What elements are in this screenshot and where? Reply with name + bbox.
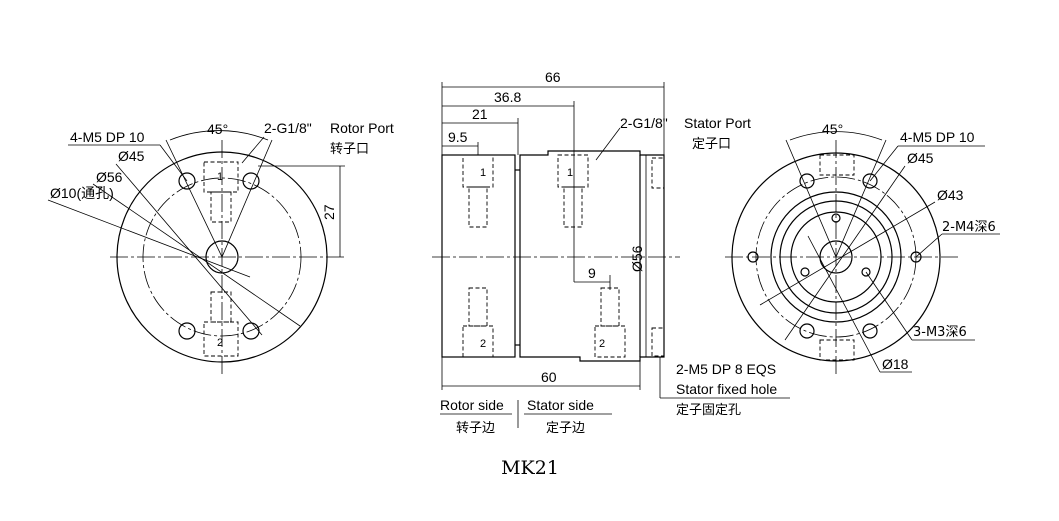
left-d10-label: Ø10(通孔): [50, 185, 114, 201]
drawing-title: MK21: [501, 457, 559, 479]
left-d45-label: Ø45: [118, 148, 145, 164]
left-port-cn-label: 转子口: [330, 142, 369, 157]
left-holes-label: 4-M5 DP 10: [70, 129, 145, 145]
right-m3-label: 3-M3深6: [913, 325, 967, 340]
left-angle-label: 45°: [207, 121, 228, 137]
side-port-label: 2-G1/8": [620, 115, 668, 131]
right-d18-label: Ø18: [882, 356, 909, 372]
stator-side-label: Stator side: [527, 397, 594, 413]
right-m4-label: 2-M4深6: [942, 220, 996, 235]
rotor-side-cn-label: 转子边: [456, 421, 495, 436]
stator-side-cn-label: 定子边: [546, 421, 585, 436]
left-d56-label: Ø56: [96, 169, 123, 185]
side-dim-9: 9: [588, 265, 596, 281]
side-stator-port-2: 2: [599, 338, 605, 350]
side-d56: Ø56: [629, 245, 645, 272]
rotor-port-1-label: 1: [217, 171, 223, 183]
side-dim-95: 9.5: [448, 129, 468, 145]
side-dim-66: 66: [545, 69, 561, 85]
side-port-cn-label: 定子口: [692, 137, 731, 152]
side-port-en-label: Stator Port: [684, 115, 751, 131]
left-port-en-label: Rotor Port: [330, 120, 394, 136]
side-stator-port-1: 1: [567, 167, 573, 179]
left-port-label: 2-G1/8": [264, 120, 312, 136]
right-holes-label: 4-M5 DP 10: [900, 129, 975, 145]
side-dim-368: 36.8: [494, 89, 521, 105]
side-view: 1 2 1 2 66 36.8 21 9.5 9 60 Ø56: [432, 69, 790, 436]
right-d43-label: Ø43: [937, 187, 964, 203]
rotor-end-view: 1 2 45° 4-M5 DP 10 Ø45 Ø56 Ø10(通孔) 2-G1/…: [47, 120, 394, 375]
side-dim-21: 21: [472, 106, 488, 122]
stator-end-view: 45° 4-M5 DP 10 Ø45 Ø43 2-M4深6 3-M3深6 Ø18: [725, 121, 1000, 375]
side-fixed-en-label: Stator fixed hole: [676, 381, 777, 397]
rotor-side-label: Rotor side: [440, 397, 504, 413]
left-dim-27-label: 27: [321, 204, 337, 220]
side-dim-60: 60: [541, 369, 557, 385]
right-d45-label: Ø45: [907, 150, 934, 166]
rotor-port-2-label: 2: [217, 337, 223, 349]
side-fixed-label: 2-M5 DP 8 EQS: [676, 361, 776, 377]
side-fixed-cn-label: 定子固定孔: [676, 403, 741, 418]
right-angle-label: 45°: [822, 121, 843, 137]
side-rotor-port-1: 1: [480, 167, 486, 179]
side-rotor-port-2: 2: [480, 338, 486, 350]
